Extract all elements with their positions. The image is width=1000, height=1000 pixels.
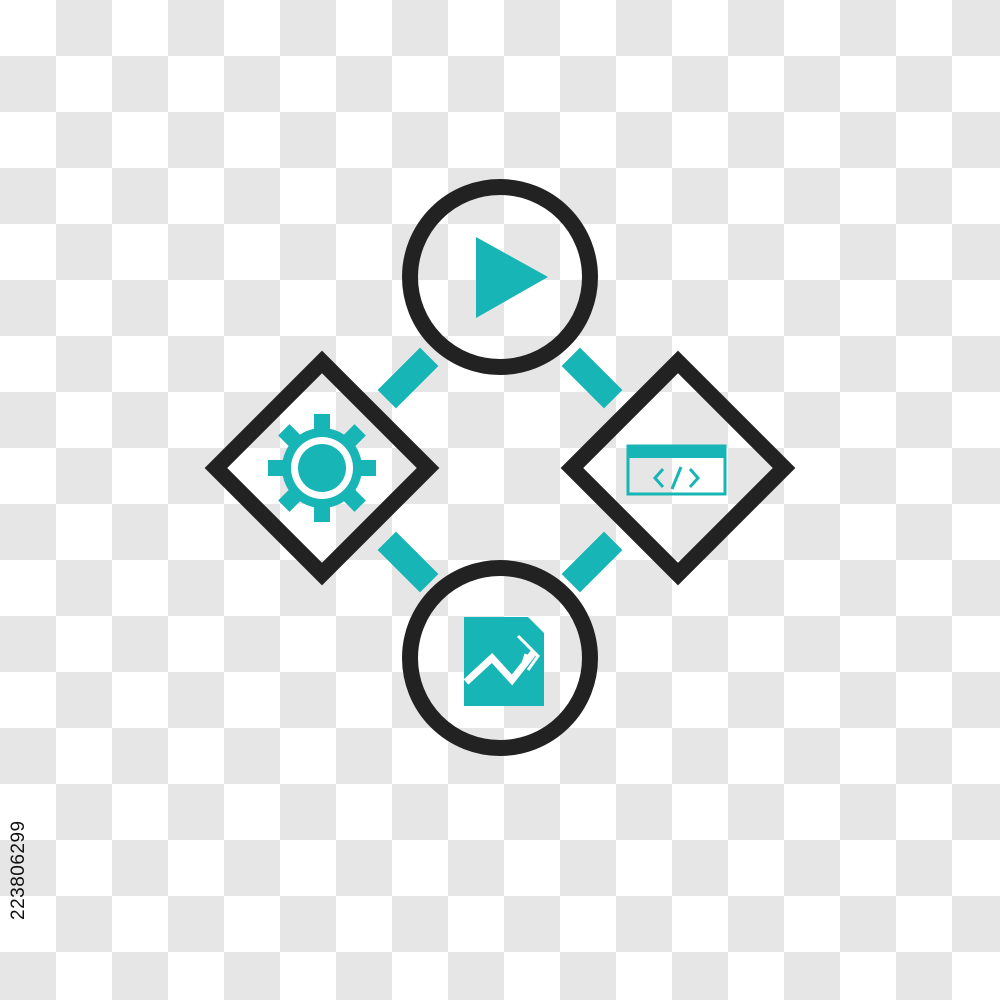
stock-id-text: 223806299 xyxy=(8,820,29,920)
connector-top-right xyxy=(561,347,623,409)
play-icon xyxy=(476,237,548,318)
code-window-icon xyxy=(626,444,727,496)
connectors xyxy=(377,347,623,593)
node-diamond-left xyxy=(204,350,440,586)
node-code xyxy=(560,350,796,586)
connector-bottom-left xyxy=(377,531,439,593)
connector-bottom-right xyxy=(561,531,623,593)
chart-document-icon xyxy=(463,617,544,706)
node-circle-top xyxy=(402,179,598,375)
connector-top-left xyxy=(377,347,439,409)
node-report xyxy=(402,560,598,756)
node-settings xyxy=(204,350,440,586)
node-diamond-right xyxy=(560,350,796,586)
node-circle-bottom xyxy=(402,560,598,756)
gear-icon xyxy=(268,414,376,522)
node-play xyxy=(402,179,598,375)
